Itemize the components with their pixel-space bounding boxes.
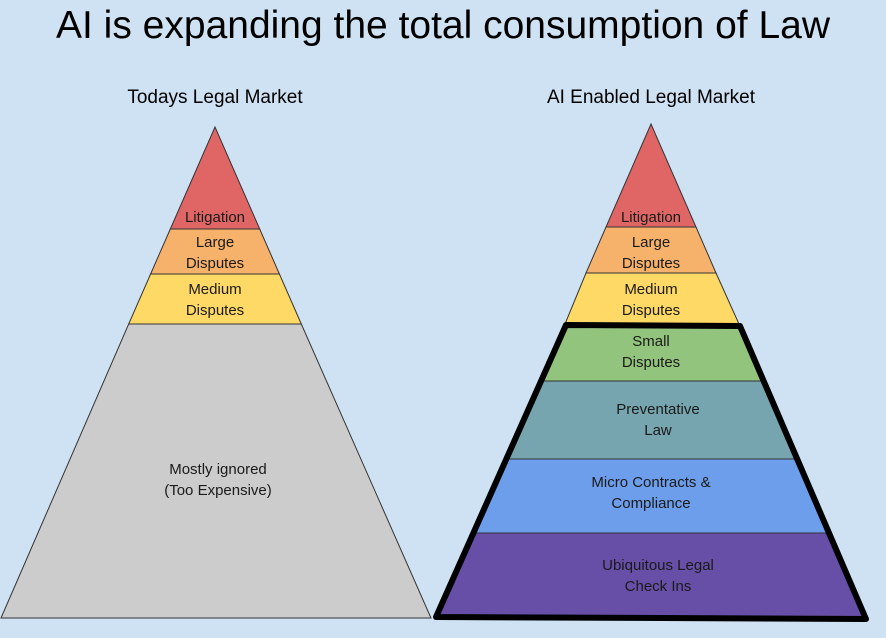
slide-title: AI is expanding the total consumption of… — [56, 4, 830, 47]
right-label-small-2: Disputes — [622, 354, 680, 371]
right-label-micro-2: Compliance — [611, 495, 690, 512]
left-pyramid — [0, 125, 432, 619]
right-layer-preventative-law — [505, 380, 798, 460]
left-label-ignored-1: Mostly ignored — [169, 461, 267, 478]
right-pyramid-heading: AI Enabled Legal Market — [546, 87, 756, 108]
right-label-large-2: Disputes — [622, 255, 680, 272]
right-label-micro-1: Micro Contracts & — [591, 474, 710, 491]
left-label-ignored-2: (Too Expensive) — [164, 482, 272, 499]
right-label-medium-2: Disputes — [622, 302, 680, 319]
left-label-large-1: Large — [196, 234, 234, 251]
right-label-medium-1: Medium — [624, 281, 677, 298]
right-label-preventative-1: Preventative — [616, 401, 699, 418]
right-pyramid — [435, 122, 867, 620]
right-label-ubiquitous-2: Check Ins — [625, 578, 692, 595]
right-pyramid-labels: Litigation Large Disputes Medium Dispute… — [591, 209, 713, 595]
right-label-small-1: Small — [632, 333, 670, 350]
left-label-medium-2: Disputes — [186, 302, 244, 319]
right-layer-ubiquitous-checkins — [435, 532, 867, 620]
left-label-large-2: Disputes — [186, 255, 244, 272]
right-label-preventative-2: Law — [644, 422, 672, 439]
right-label-large-1: Large — [632, 234, 670, 251]
left-pyramid-heading: Todays Legal Market — [127, 87, 303, 108]
left-label-litigation: Litigation — [185, 209, 245, 226]
left-label-medium-1: Medium — [188, 281, 241, 298]
left-layer-mostly-ignored — [0, 323, 432, 619]
right-label-ubiquitous-1: Ubiquitous Legal — [602, 557, 714, 574]
right-label-litigation: Litigation — [621, 209, 681, 226]
left-pyramid-labels: Litigation Large Disputes Medium Dispute… — [164, 209, 272, 499]
expanded-market-outline — [433, 322, 869, 622]
